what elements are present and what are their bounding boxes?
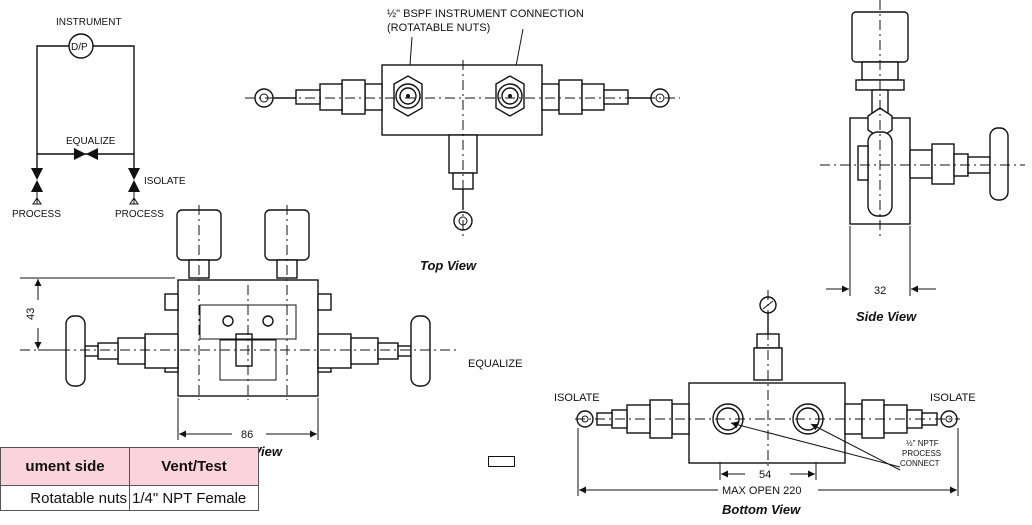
bottom-view-title: Bottom View bbox=[722, 502, 801, 517]
isolate-valve-right-icon bbox=[128, 168, 140, 192]
small-rectangle-marker bbox=[488, 456, 515, 467]
nptf-callout-line3: CONNECT bbox=[900, 459, 940, 468]
table-row: Rotatable nuts 1/4" NPT Female bbox=[0, 485, 259, 511]
side-view: 32 Side View bbox=[820, 0, 1025, 324]
isolate-schematic-label: ISOLATE bbox=[144, 176, 186, 187]
table-cell-rotatable-nuts: Rotatable nuts bbox=[0, 485, 130, 511]
nptf-callout-line2: PROCESS bbox=[902, 449, 941, 458]
top-view: ½" BSPF INSTRUMENT CONNECTION (ROTATABLE… bbox=[245, 8, 680, 273]
instrument-label: INSTRUMENT bbox=[56, 17, 122, 28]
top-view-title: Top View bbox=[420, 258, 477, 273]
front-width-dimension: 86 bbox=[241, 429, 253, 441]
rotatable-nuts-callout: (ROTATABLE NUTS) bbox=[387, 22, 490, 34]
connection-table: ument side Vent/Test Rotatable nuts 1/4"… bbox=[0, 447, 259, 511]
valve-schematic: INSTRUMENT D/P EQUALIZE ISOLATE PROCESS … bbox=[12, 17, 186, 220]
table-cell-vent-type: 1/4" NPT Female bbox=[129, 485, 259, 511]
equalize-schematic-label: EQUALIZE bbox=[66, 136, 116, 147]
front-view: 43 86 Front View bbox=[20, 205, 460, 459]
bottom-center-dimension: 54 bbox=[759, 469, 771, 481]
equalize-label: EQUALIZE bbox=[468, 358, 522, 370]
dp-label: D/P bbox=[71, 42, 88, 53]
side-view-title: Side View bbox=[856, 309, 917, 324]
bottom-manifold-body bbox=[688, 382, 846, 464]
nptf-callout-line1: ½" NPTF bbox=[906, 439, 939, 448]
bottom-isolate-right: ISOLATE bbox=[930, 392, 976, 404]
equalize-valve-icon bbox=[74, 148, 98, 160]
bottom-view: ISOLATE ISOLATE ½" NPTF PROCESS CONNECT … bbox=[554, 290, 976, 517]
table-header-vent-test: Vent/Test bbox=[129, 447, 259, 486]
front-height-dimension: 43 bbox=[25, 308, 37, 320]
side-dimension-label: 32 bbox=[874, 285, 886, 297]
bottom-isolate-left: ISOLATE bbox=[554, 392, 600, 404]
table-header-row: ument side Vent/Test bbox=[0, 447, 259, 486]
process-right-label: PROCESS bbox=[115, 209, 164, 220]
max-open-dimension: MAX OPEN 220 bbox=[722, 485, 801, 497]
instrument-connection-callout: ½" BSPF INSTRUMENT CONNECTION bbox=[387, 8, 584, 20]
table-header-instrument-side: ument side bbox=[0, 447, 130, 486]
process-left-label: PROCESS bbox=[12, 209, 61, 220]
isolate-valve-left-icon bbox=[31, 168, 43, 192]
